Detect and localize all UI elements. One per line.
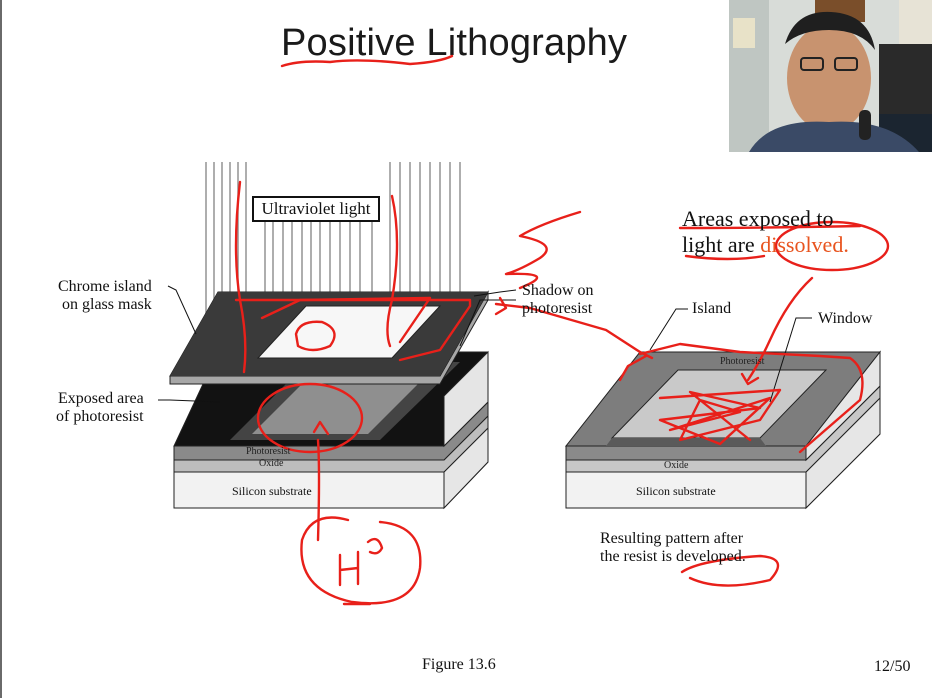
window-label: Window (818, 310, 873, 327)
result-caption-line2: the resist is developed. (600, 548, 746, 565)
slide-title: Positive Lithography (281, 22, 628, 64)
slide-left-border (0, 0, 2, 698)
island-label: Island (692, 300, 732, 317)
exposed-area-label-line1: Exposed area (58, 390, 144, 407)
page-number: 12/50 (874, 658, 911, 675)
pen-annotations (234, 54, 890, 606)
dissolved-annotation: Areas exposed to light are dissolved. (682, 206, 849, 258)
photoresist-label-left: Photoresist (246, 446, 291, 457)
chrome-mask (169, 290, 489, 385)
chrome-island-label-line1: Chrome island (58, 278, 152, 295)
result-caption-line1: Resulting pattern after (600, 530, 744, 547)
silicon-substrate-label-left: Silicon substrate (232, 484, 312, 498)
dissolved-annotation-line1: Areas exposed to (682, 206, 834, 231)
shadow-label-line2: photoresist (522, 300, 593, 317)
shadow-label-line1: Shadow on (522, 282, 594, 299)
leader-lines (158, 285, 812, 403)
dissolved-annotation-line2: light are dissolved. (682, 232, 849, 258)
dissolved-highlight: dissolved. (760, 232, 849, 257)
presenter-webcam (729, 0, 932, 152)
oxide-label-left: Oxide (259, 458, 284, 469)
figure-caption: Figure 13.6 (422, 656, 496, 673)
chrome-island-label-line2: on glass mask (62, 296, 152, 313)
dissolved-annotation-prefix: light are (682, 232, 761, 257)
photoresist-label-right: Photoresist (720, 356, 765, 367)
silicon-substrate-label-right: Silicon substrate (636, 484, 716, 498)
ultraviolet-light-label: Ultraviolet light (252, 196, 380, 222)
presenter-webcam-icon (729, 0, 932, 152)
exposed-area-label-line2: of photoresist (56, 408, 144, 425)
oxide-label-right: Oxide (664, 460, 689, 471)
